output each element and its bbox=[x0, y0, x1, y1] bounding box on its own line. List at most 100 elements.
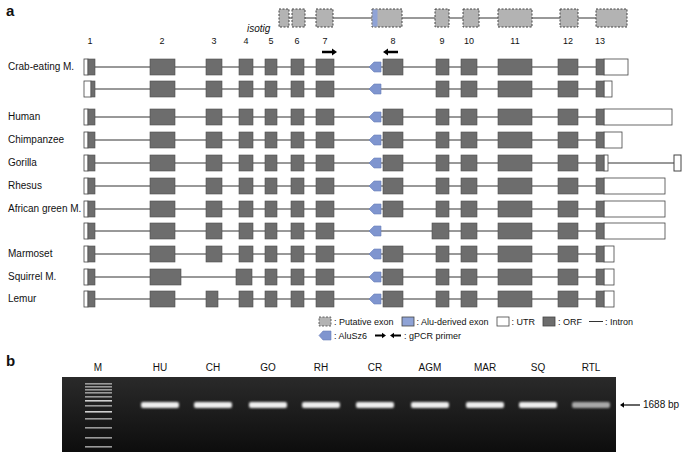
orf-exon bbox=[316, 81, 334, 97]
pcr-band bbox=[411, 402, 449, 408]
exon-number: 9 bbox=[439, 36, 444, 47]
orf-exon bbox=[88, 291, 95, 307]
ladder-band bbox=[85, 437, 112, 439]
orf-exon bbox=[150, 155, 175, 171]
utr-box bbox=[604, 109, 672, 125]
orf-exon bbox=[265, 155, 277, 171]
species-label: Crab-eating M. bbox=[8, 61, 74, 73]
utr-box bbox=[604, 223, 665, 239]
orf-exon bbox=[206, 59, 222, 75]
orf-exon bbox=[91, 81, 95, 97]
orf-exon bbox=[383, 201, 403, 217]
orf-exon bbox=[88, 246, 95, 262]
orf-exon bbox=[558, 132, 578, 148]
utr-box bbox=[604, 81, 612, 97]
orf-exon bbox=[206, 155, 222, 171]
putative-exon bbox=[316, 9, 333, 27]
arrow-shaft bbox=[394, 335, 401, 337]
ladder-band bbox=[85, 427, 112, 429]
orf-exon bbox=[88, 132, 95, 148]
lane-label: CR bbox=[368, 362, 382, 374]
orf-exon bbox=[596, 223, 604, 239]
lane-label: RH bbox=[314, 362, 328, 374]
orf-exon bbox=[596, 269, 604, 285]
orf-exon bbox=[265, 291, 277, 307]
size-label: 1688 bp bbox=[643, 399, 679, 411]
putative-exon bbox=[279, 9, 289, 27]
legend-item: : Intron bbox=[589, 316, 633, 327]
orf-exon bbox=[461, 269, 477, 285]
pcr-band bbox=[249, 402, 287, 408]
orf-exon bbox=[206, 132, 222, 148]
orf-exon bbox=[206, 223, 222, 239]
species-label: Human bbox=[8, 111, 40, 123]
arrow-shaft bbox=[322, 51, 332, 54]
orf-exon bbox=[150, 109, 175, 125]
orf-exon bbox=[291, 59, 304, 75]
orf-exon bbox=[498, 246, 532, 262]
species-label: Squirrel M. bbox=[8, 271, 56, 283]
orf-exon bbox=[498, 109, 532, 125]
species-label: Chimpanzee bbox=[8, 134, 64, 146]
orf-exon bbox=[558, 155, 578, 171]
utr-box bbox=[604, 201, 665, 217]
orf-exon bbox=[316, 291, 334, 307]
orf-exon bbox=[498, 223, 532, 239]
pcr-band bbox=[141, 402, 179, 408]
orf-exon bbox=[206, 109, 222, 125]
alu-element bbox=[369, 135, 381, 145]
arrow-head bbox=[332, 49, 337, 56]
orf-exon bbox=[88, 201, 95, 217]
orf-exon bbox=[239, 132, 253, 148]
ladder-band bbox=[85, 400, 112, 402]
species-label: Gorilla bbox=[8, 157, 37, 169]
exon-number: 4 bbox=[243, 36, 248, 47]
utr-box bbox=[84, 109, 88, 125]
orf-exon bbox=[498, 59, 532, 75]
orf-exon bbox=[498, 81, 532, 97]
orf-exon bbox=[291, 246, 304, 262]
legend-text: : Alu-derived exon bbox=[417, 317, 489, 327]
orf-exon bbox=[596, 81, 604, 97]
putative-exon bbox=[435, 9, 449, 27]
orf-exon bbox=[88, 155, 95, 171]
gel-image bbox=[62, 377, 616, 452]
orf-exon bbox=[461, 81, 477, 97]
pcr-band bbox=[356, 402, 394, 408]
arrow-shaft bbox=[624, 404, 640, 405]
exon-number: 3 bbox=[211, 36, 216, 47]
lane-label: RTL bbox=[582, 362, 601, 374]
pcr-band bbox=[302, 402, 340, 408]
orf-exon bbox=[206, 81, 222, 97]
exon-number: 1 bbox=[87, 36, 92, 47]
legend-swatch bbox=[496, 316, 510, 327]
utr-box bbox=[604, 132, 622, 148]
utr-box bbox=[84, 59, 88, 75]
orf-exon bbox=[206, 201, 222, 217]
orf-exon bbox=[150, 201, 175, 217]
orf-exon bbox=[316, 201, 334, 217]
orf-exon bbox=[236, 269, 252, 285]
orf-exon bbox=[265, 178, 277, 194]
orf-exon bbox=[498, 132, 532, 148]
orf-exon bbox=[265, 246, 277, 262]
orf-exon bbox=[150, 269, 181, 285]
orf-exon bbox=[461, 291, 477, 307]
orf-exon bbox=[291, 201, 304, 217]
orf-exon bbox=[291, 132, 304, 148]
legend-swatch bbox=[318, 330, 332, 341]
legend-swatch bbox=[318, 316, 332, 327]
ladder-band bbox=[85, 411, 112, 413]
panel-letter: b bbox=[6, 352, 15, 370]
utr-box bbox=[604, 59, 628, 75]
putative-exon bbox=[560, 9, 578, 27]
lane-label: AGM bbox=[419, 362, 442, 374]
putative-exon bbox=[463, 9, 479, 27]
arrow-shaft bbox=[375, 335, 382, 337]
swatch-alu bbox=[319, 331, 331, 340]
legend-swatch bbox=[589, 316, 603, 327]
utr-box bbox=[674, 155, 681, 171]
species-label: Marmoset bbox=[8, 248, 52, 260]
utr-box bbox=[604, 291, 614, 307]
orf-exon bbox=[461, 246, 477, 262]
